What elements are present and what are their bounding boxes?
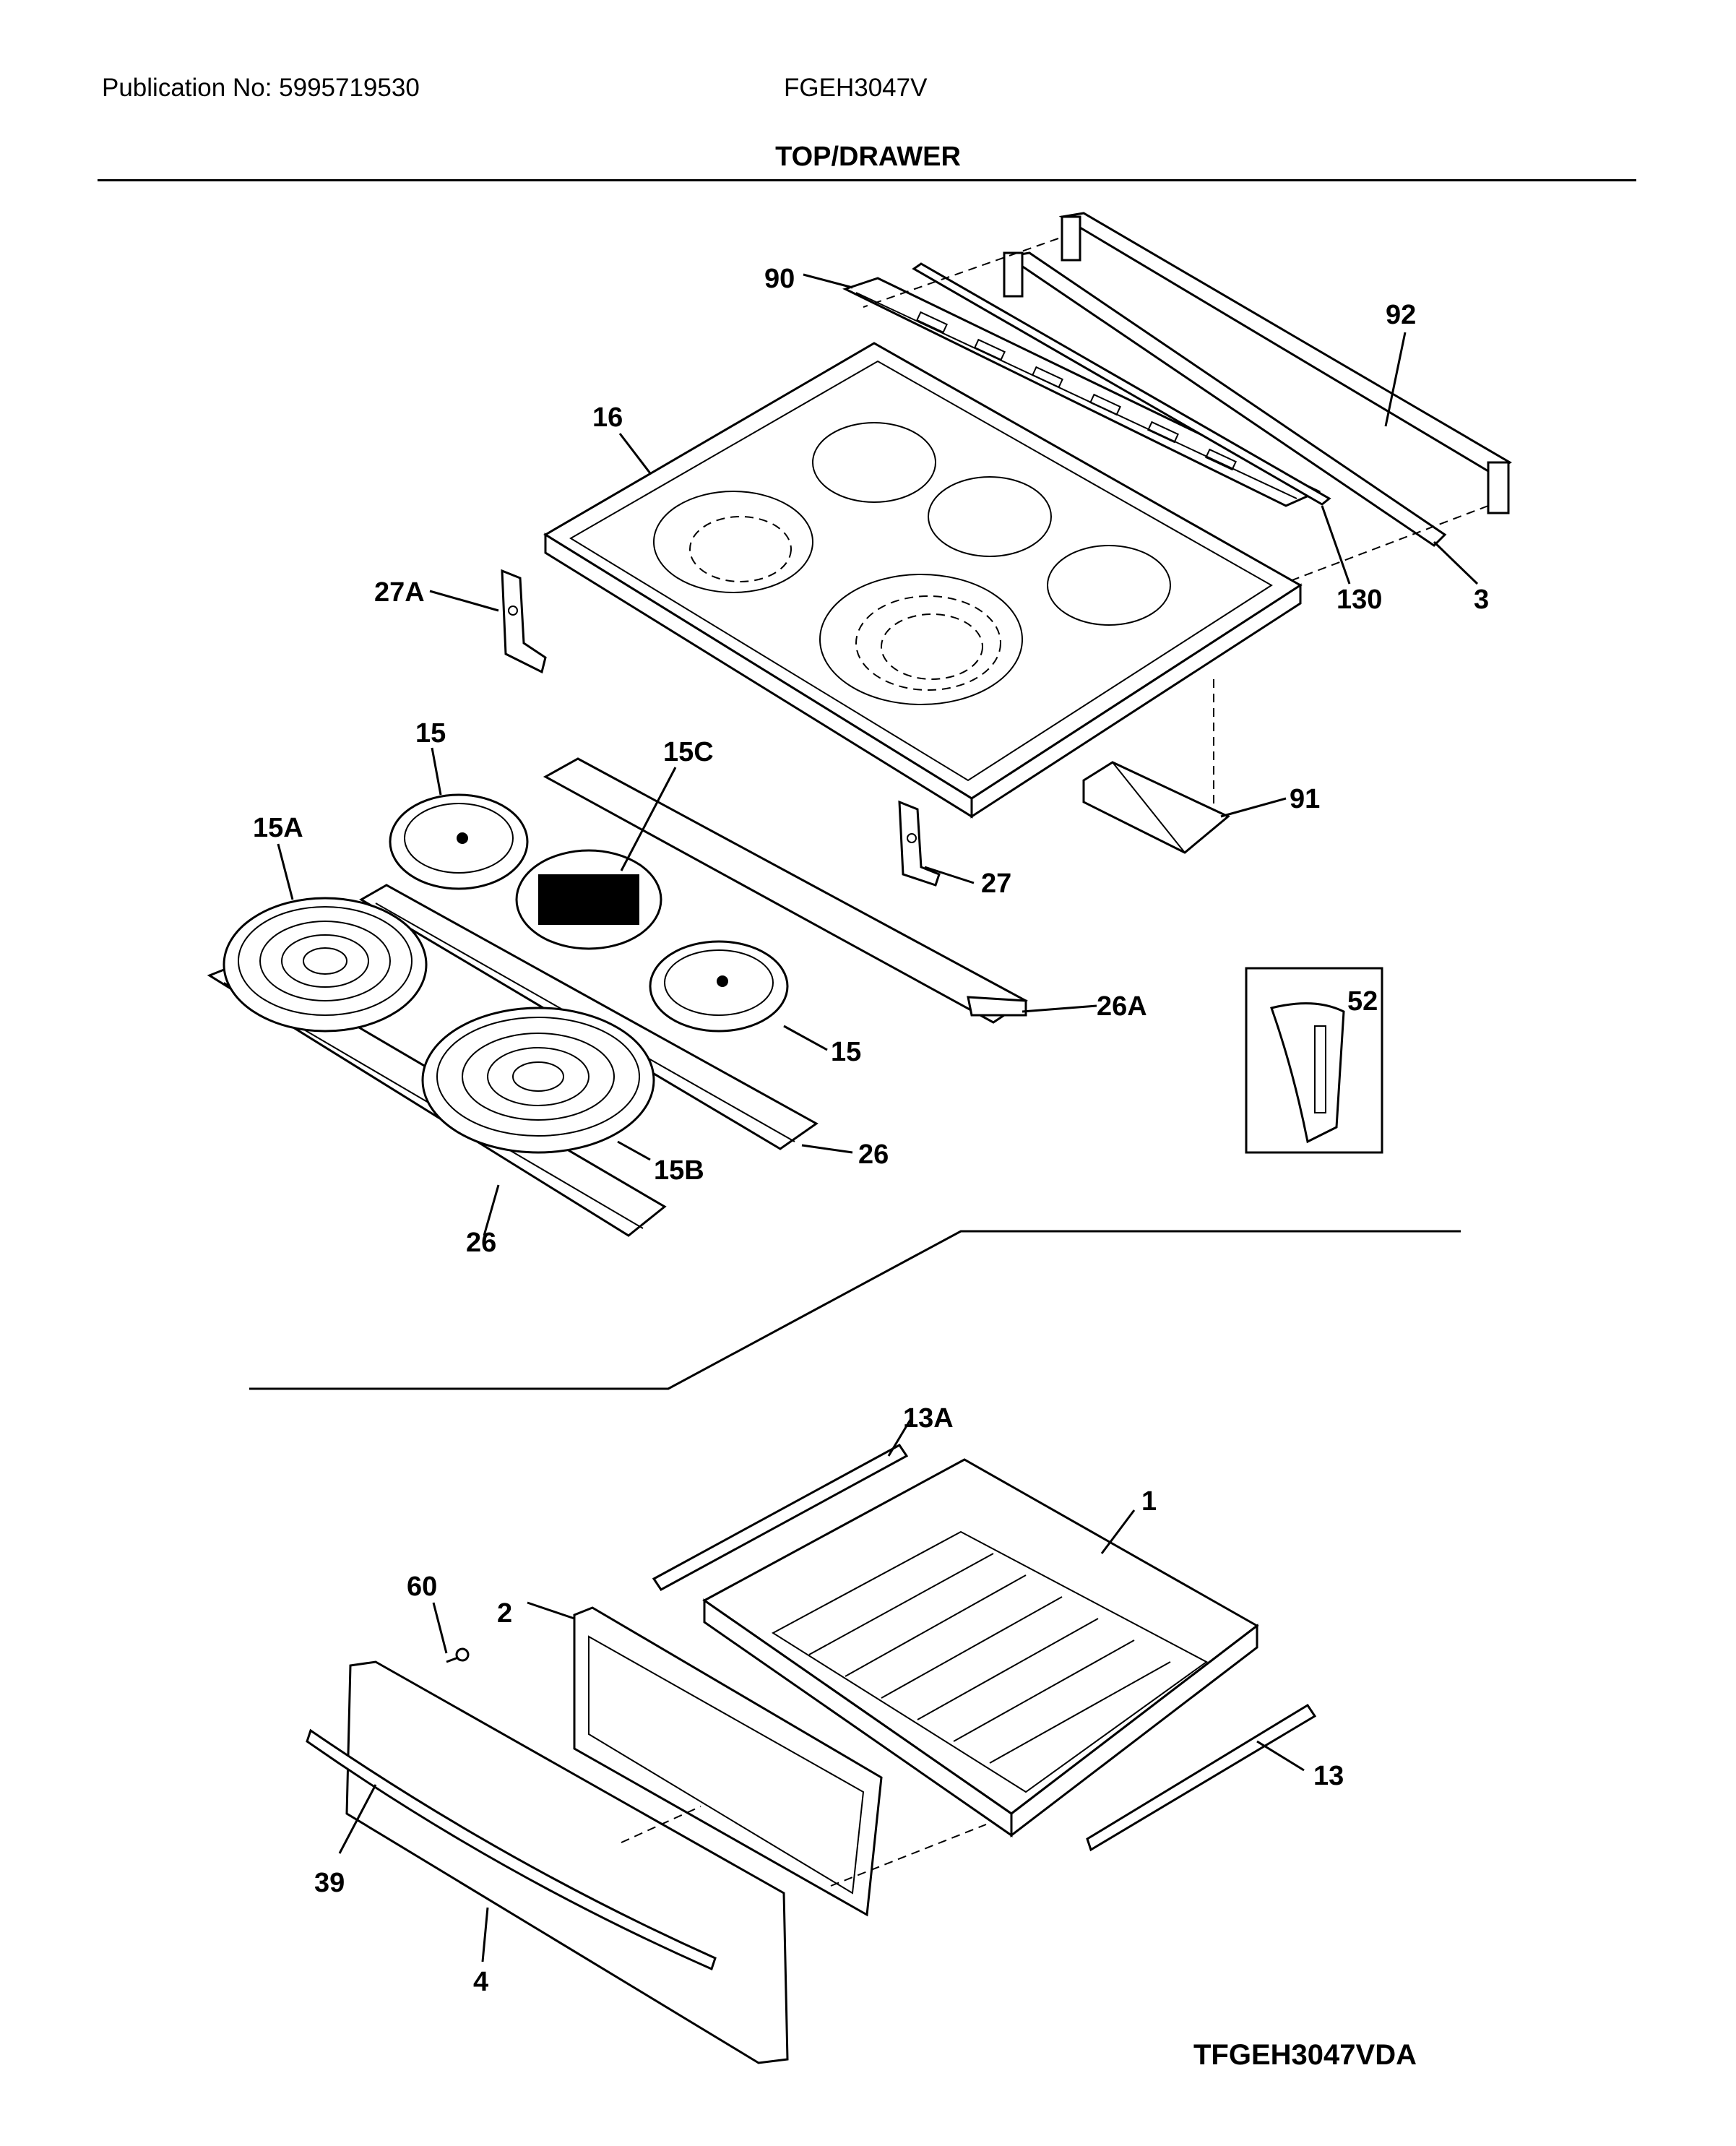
drawer-rail-13A <box>652 1444 909 1591</box>
rear-trim-130 <box>912 262 1331 506</box>
callout-15-rear: 15 <box>415 718 446 749</box>
callout-3: 3 <box>1474 585 1489 615</box>
callout-91: 91 <box>1290 784 1320 814</box>
callout-2: 2 <box>497 1598 512 1629</box>
callout-26-right: 26 <box>858 1139 889 1170</box>
drawer-front-4 <box>306 1660 789 2064</box>
element-15C <box>515 849 662 950</box>
callout-60: 60 <box>407 1572 437 1602</box>
callout-39: 39 <box>314 1868 345 1898</box>
callout-27: 27 <box>981 869 1011 899</box>
callout-26A: 26A <box>1097 991 1147 1022</box>
callout-26-front: 26 <box>466 1228 496 1258</box>
backguard-92 <box>1058 212 1512 514</box>
screw-60 <box>446 1647 470 1663</box>
section-divider <box>249 1230 1461 1390</box>
drawer-box-1 <box>702 1458 1259 1838</box>
cooktop-glass-16 <box>543 342 1303 819</box>
callout-130: 130 <box>1336 585 1382 615</box>
publication-number: Publication No: 5995719530 <box>102 74 420 102</box>
bracket-27 <box>898 800 941 887</box>
callout-labels: 90 92 16 27A 130 3 15 15C 91 15A 27 26A … <box>253 264 1489 1997</box>
callout-15B: 15B <box>654 1155 704 1186</box>
bracket-27A <box>501 569 547 674</box>
page-title: TOP/DRAWER <box>775 142 961 172</box>
inset-box-52 <box>1245 967 1383 1154</box>
element-15B <box>421 1007 655 1154</box>
support-26A <box>543 757 1028 1024</box>
callout-90: 90 <box>764 264 795 294</box>
element-15-front <box>649 940 789 1033</box>
callout-52: 52 <box>1347 986 1378 1017</box>
callout-13: 13 <box>1313 1761 1344 1791</box>
drawer-frame-2 <box>573 1606 883 1917</box>
header-rule <box>98 179 1636 181</box>
callout-15C: 15C <box>663 737 714 767</box>
callout-92: 92 <box>1386 300 1416 330</box>
rear-bracket-3 <box>1003 251 1447 547</box>
callout-13A: 13A <box>903 1403 954 1434</box>
callout-16: 16 <box>592 402 623 433</box>
leader-lines <box>277 273 1479 1962</box>
callout-4: 4 <box>473 1967 488 1997</box>
callout-15-front: 15 <box>831 1037 861 1067</box>
callout-1: 1 <box>1141 1486 1157 1517</box>
element-15-rear <box>389 793 529 890</box>
model-number: FGEH3047V <box>784 74 928 102</box>
diagram-code: TFGEH3047VDA <box>1193 2039 1417 2071</box>
callout-15A: 15A <box>253 813 303 843</box>
element-15A <box>223 897 428 1033</box>
callout-27A: 27A <box>374 577 425 608</box>
shield-91 <box>1082 761 1230 854</box>
